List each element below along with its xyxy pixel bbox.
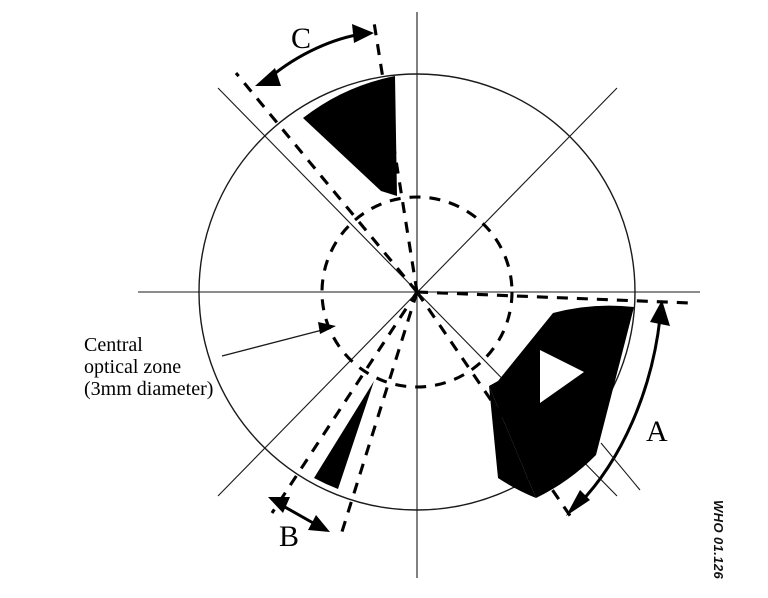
who-source-watermark: WHO 01.126 bbox=[711, 500, 726, 580]
dash-ray-c-counterclockwise bbox=[234, 72, 419, 293]
zone-label-a: A bbox=[646, 415, 668, 448]
zone-label-c: C bbox=[291, 22, 311, 55]
dash-ray-c-clockwise bbox=[371, 15, 419, 293]
arrow-head-a-top bbox=[650, 300, 670, 326]
optical-zone-annotation: Central optical zone (3mm diameter) bbox=[84, 322, 336, 400]
zone-label-b: B bbox=[279, 520, 299, 553]
central-optical-zone-circle bbox=[320, 195, 514, 389]
wedge-zone-b bbox=[314, 381, 374, 489]
measure-arrow-b: B bbox=[268, 497, 330, 553]
measure-arc-a bbox=[576, 317, 662, 507]
measure-arc-c bbox=[267, 32, 363, 81]
dash-ray-b-clockwise bbox=[338, 291, 419, 539]
measure-arrow-a: A bbox=[566, 300, 670, 516]
tick-a-cross bbox=[600, 442, 641, 491]
arrow-head-a-bottom bbox=[566, 490, 590, 516]
optical-zone-caption-line2: optical zone bbox=[84, 356, 181, 378]
arrow-head-b-right bbox=[308, 515, 330, 532]
arrow-head-b-left bbox=[268, 497, 290, 513]
arrow-head-c-right bbox=[352, 24, 374, 43]
dashed-incision-boundaries bbox=[234, 15, 691, 539]
arrow-head-c-left bbox=[255, 68, 281, 86]
wedge-zone-a bbox=[489, 305, 634, 498]
optical-zone-leader-line bbox=[221, 327, 331, 357]
outer-cornea-circle bbox=[198, 73, 636, 511]
optical-zone-caption-line3: (3mm diameter) bbox=[84, 378, 213, 400]
measure-arrow-c: C bbox=[255, 22, 374, 86]
wedge-zone-c bbox=[303, 76, 397, 196]
wedge-zone-a-lower-tail bbox=[489, 386, 536, 498]
dash-ray-b-counterclockwise bbox=[270, 291, 419, 514]
dash-ray-a-upper bbox=[416, 290, 691, 305]
incision-wedge-group bbox=[303, 76, 634, 498]
optical-zone-leader-arrowhead bbox=[318, 322, 336, 334]
optical-zone-caption-line1: Central bbox=[84, 334, 143, 356]
